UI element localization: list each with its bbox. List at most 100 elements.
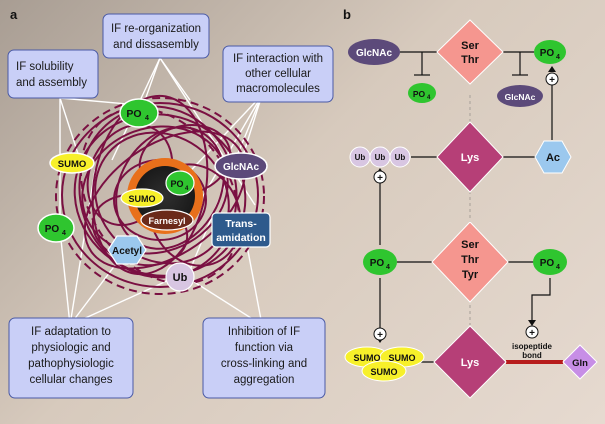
sumo-inner-label: SUMO	[129, 194, 156, 204]
sumo-inner-node: SUMO	[120, 188, 164, 208]
plus-sumo: +	[373, 327, 387, 341]
transamidation-line2: amidation	[216, 232, 266, 244]
po4-to-isopeptide-arrowhead	[528, 320, 536, 326]
callout-solubility-line2: and assembly	[16, 77, 87, 89]
callout-solubility: IF solubility and assembly	[7, 49, 99, 99]
sumo-cluster: SUMO SUMO SUMO	[344, 346, 425, 382]
ser-thr-tyr-diamond: Ser Thr Tyr	[431, 221, 509, 303]
ser-top-label: Ser	[461, 40, 479, 52]
ser-thr-diamond-top: Ser Thr	[436, 19, 504, 85]
po4-b-inhibit-label: PO	[413, 89, 426, 99]
callout-inhibition: Inhibition of IF function via cross-link…	[202, 317, 326, 399]
sumo-left-node: SUMO	[49, 152, 95, 174]
po4-inner-node: PO 4	[165, 170, 195, 196]
gln-diamond: Gln	[562, 344, 598, 380]
po4-b-mid-left-label: PO	[370, 258, 385, 269]
ser-mid-label: Ser	[461, 239, 479, 251]
callout-solubility-line1: IF solubility	[16, 61, 74, 73]
callout-interaction-line2: other cellular	[245, 68, 311, 80]
po4-left-sub: 4	[62, 230, 66, 237]
ub-chain-2: Ub	[375, 153, 386, 162]
po4-inner-sub: 4	[185, 186, 189, 192]
plus-sumo-label: +	[377, 330, 383, 341]
glcnac-b-left-label: GlcNAc	[356, 48, 393, 59]
sumo-left-label: SUMO	[58, 159, 87, 170]
isopeptide-line1: isopeptide	[512, 342, 553, 351]
callout-adaptation-line1: IF adaptation to	[31, 326, 111, 338]
plus-isopeptide-label: +	[529, 328, 535, 339]
glcnac-b-inhibit-label: GlcNAc	[505, 92, 536, 102]
panel-a-letter: a	[10, 7, 18, 22]
sumo-cluster-2: SUMO	[389, 353, 416, 363]
callout-inhibition-line1: Inhibition of IF	[228, 326, 300, 338]
callout-reorg-line2: and dissasembly	[113, 39, 199, 51]
callout-interaction-line3: macromolecules	[236, 83, 320, 95]
acetyl-node: Acetyl	[107, 235, 147, 265]
plus-ub-label: +	[377, 173, 383, 184]
lys-top-label: Lys	[461, 152, 480, 164]
glcnac-a-node: GlcNAc	[214, 152, 268, 180]
ub-a-node: Ub	[165, 262, 195, 292]
ub-a-label: Ub	[173, 272, 188, 284]
lys-bottom-label: Lys	[461, 357, 480, 369]
sumo-cluster-1: SUMO	[354, 353, 381, 363]
filament-network	[61, 94, 259, 288]
gln-label: Gln	[572, 358, 588, 369]
po4-b-mid-left-sub: 4	[386, 264, 390, 271]
callout-adaptation-line4: cellular changes	[29, 374, 112, 386]
glcnac-b-left: GlcNAc	[348, 39, 400, 65]
po4-top-label: PO	[126, 108, 141, 120]
acetyl-label: Acetyl	[112, 246, 142, 257]
ub-chain-1: Ub	[355, 153, 366, 162]
lys-diamond-top: Lys	[436, 121, 504, 193]
callout-inhibition-line4: aggregation	[234, 374, 295, 386]
tyr-mid-label: Tyr	[462, 269, 479, 281]
thr-top-label: Thr	[461, 54, 479, 66]
po4-left-label: PO	[45, 224, 60, 235]
glcnac-a-label: GlcNAc	[223, 162, 260, 173]
callout-adaptation: IF adaptation to physiologic and pathoph…	[8, 317, 134, 399]
po4-b-inhibit-sub: 4	[427, 95, 431, 101]
glcnac-b-inhibit: GlcNAc	[497, 85, 543, 107]
po4-b-mid-right-sub: 4	[556, 264, 560, 271]
plus-ub: +	[373, 170, 387, 184]
po4-b-top-right-sub: 4	[556, 54, 560, 61]
ac-to-po4-arrowhead	[548, 66, 556, 72]
po4-b-mid-right-label: PO	[540, 258, 555, 269]
po4-b-top-right: PO 4	[534, 40, 566, 64]
callout-adaptation-line2: physiologic and	[31, 342, 110, 354]
filament-dashed	[55, 97, 265, 295]
ub-chain: Ub Ub Ub	[349, 146, 411, 168]
po4-b-mid-left: PO 4	[363, 249, 397, 275]
sumo-cluster-3: SUMO	[371, 367, 398, 377]
callout-inhibition-line2: function via	[235, 342, 294, 354]
callout-interaction: IF interaction with other cellular macro…	[222, 45, 334, 103]
ac-hexagon: Ac	[534, 140, 572, 174]
po4-to-isopeptide-arrow	[531, 278, 551, 320]
lys-diamond-bottom: Lys	[433, 325, 507, 399]
ac-label: Ac	[546, 152, 560, 164]
callout-reorg-line1: IF re-organization	[111, 23, 201, 35]
isopeptide-line2: bond	[522, 351, 542, 360]
po4-left-node: PO 4	[37, 213, 75, 243]
po4-inner-label: PO	[170, 179, 183, 189]
callout-interaction-line1: IF interaction with	[233, 53, 323, 65]
callout-inhibition-line3: cross-linking and	[221, 358, 307, 370]
plus-top-right: +	[545, 72, 559, 86]
po4-b-inhibit: PO 4	[408, 83, 436, 103]
farnesyl-node: Farnesyl	[140, 209, 194, 231]
farnesyl-label: Farnesyl	[148, 216, 185, 226]
po4-top-sub: 4	[145, 115, 149, 122]
po4-b-top-right-label: PO	[540, 48, 555, 59]
po4-b-mid-right: PO 4	[533, 249, 567, 275]
transamidation-line1: Trans-	[225, 218, 257, 230]
po4-top-node: PO 4	[119, 98, 159, 128]
callout-reorganization: IF re-organization and dissasembly	[102, 13, 210, 59]
thr-mid-label: Thr	[461, 254, 479, 266]
plus-isopeptide: +	[525, 325, 539, 339]
plus-top-right-label: +	[549, 75, 555, 86]
panel-b-letter: b	[343, 7, 351, 22]
callout-adaptation-line3: pathophysiologic	[28, 358, 114, 370]
